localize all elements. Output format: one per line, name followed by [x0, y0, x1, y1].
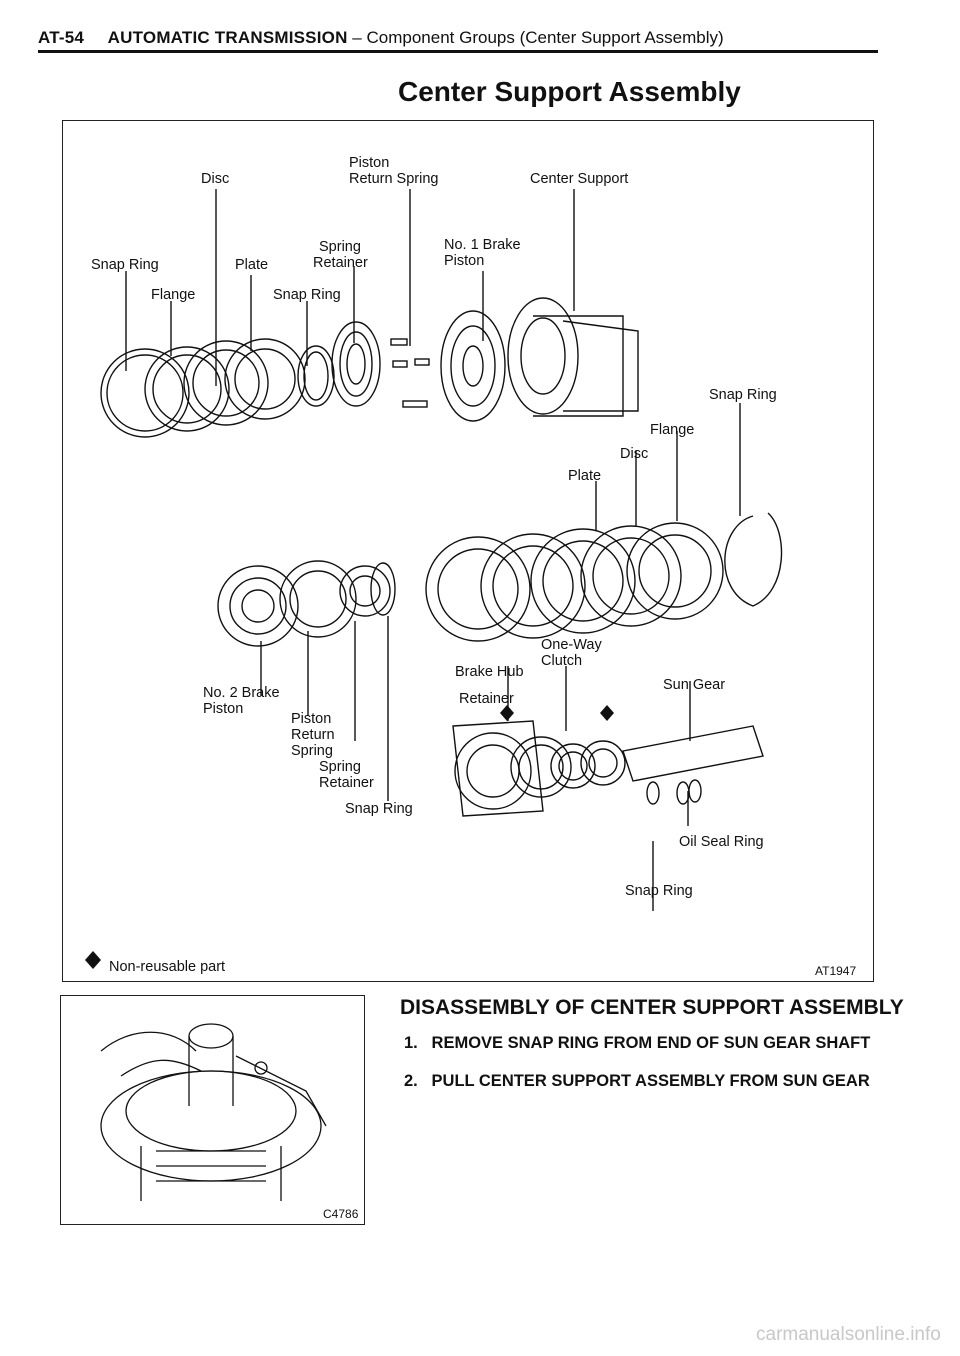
label-retainer: Retainer	[459, 691, 514, 707]
label-spring-retainer-low-2: Retainer	[319, 775, 374, 791]
label-spring-retainer-low-1: Spring	[319, 759, 361, 775]
step-1: 1. REMOVE SNAP RING FROM END OF SUN GEAR…	[404, 1034, 870, 1053]
header-dash: –	[352, 28, 362, 47]
exploded-view-drawing	[85, 189, 783, 969]
legend-non-reusable: Non-reusable part	[109, 959, 226, 975]
label-no2-brake-1: No. 2 Brake	[203, 685, 280, 701]
page-code: AT-54	[38, 28, 85, 47]
figure-code-diagram: AT1947	[815, 964, 857, 978]
page-header: AT-54 AUTOMATIC TRANSMISSION – Component…	[38, 28, 724, 48]
label-one-way-clutch-2: Clutch	[541, 653, 583, 669]
label-no1-brake-2: Piston	[444, 253, 485, 269]
label-one-way-clutch-1: One-Way	[541, 637, 602, 653]
exploded-view-diagram: Disc Piston Return Spring Center Support…	[62, 120, 874, 982]
step-2: 2. PULL CENTER SUPPORT ASSEMBLY FROM SUN…	[404, 1072, 870, 1091]
label-no1-brake-1: No. 1 Brake	[444, 237, 521, 253]
label-flange-left: Flange	[151, 287, 196, 303]
label-sun-gear: Sun Gear	[663, 677, 726, 693]
label-oil-seal-ring: Oil Seal Ring	[679, 834, 764, 850]
step-2-text: PULL CENTER SUPPORT ASSEMBLY FROM SUN GE…	[431, 1072, 870, 1090]
section-title: AUTOMATIC TRANSMISSION	[107, 28, 348, 47]
watermark: carmanualsonline.info	[756, 1324, 941, 1345]
label-piston-return-spring-2: Return	[291, 727, 335, 743]
label-piston-return-spring-1: Piston	[291, 711, 332, 727]
figure-code-photo: C4786	[323, 1207, 359, 1221]
step-2-number: 2.	[404, 1072, 418, 1090]
disassembly-heading: DISASSEMBLY OF CENTER SUPPORT ASSEMBLY	[400, 996, 904, 1019]
label-center-support: Center Support	[530, 171, 629, 187]
page-title: Center Support Assembly	[398, 76, 741, 107]
header-rule	[38, 50, 878, 53]
label-piston-return-spring-3: Spring	[291, 743, 333, 759]
label-snap-ring-low: Snap Ring	[345, 801, 413, 817]
label-piston-return-1: Piston	[349, 155, 390, 171]
label-disc-top: Disc	[201, 171, 230, 187]
label-snap-ring-right: Snap Ring	[709, 387, 777, 403]
label-no2-brake-2: Piston	[203, 701, 244, 717]
label-snap-ring-bottom: Snap Ring	[625, 883, 693, 899]
step-1-number: 1.	[404, 1034, 418, 1052]
procedure-drawing	[100, 1023, 327, 1201]
label-snap-ring-mid: Snap Ring	[273, 287, 341, 303]
label-disc-right: Disc	[620, 446, 649, 462]
label-piston-return-2: Return Spring	[349, 171, 439, 187]
label-plate-right: Plate	[568, 468, 602, 484]
step-1-text: REMOVE SNAP RING FROM END OF SUN GEAR SH…	[431, 1034, 871, 1052]
procedure-illustration: C4786	[60, 995, 365, 1225]
label-brake-hub: Brake Hub	[455, 664, 524, 680]
label-flange-right: Flange	[650, 422, 695, 438]
label-spring-retainer-1: Spring	[319, 239, 361, 255]
label-snap-ring-left: Snap Ring	[91, 257, 159, 273]
header-subtitle: Component Groups (Center Support Assembl…	[366, 28, 724, 47]
label-spring-retainer-2: Retainer	[313, 255, 368, 271]
label-plate-top: Plate	[235, 257, 269, 273]
